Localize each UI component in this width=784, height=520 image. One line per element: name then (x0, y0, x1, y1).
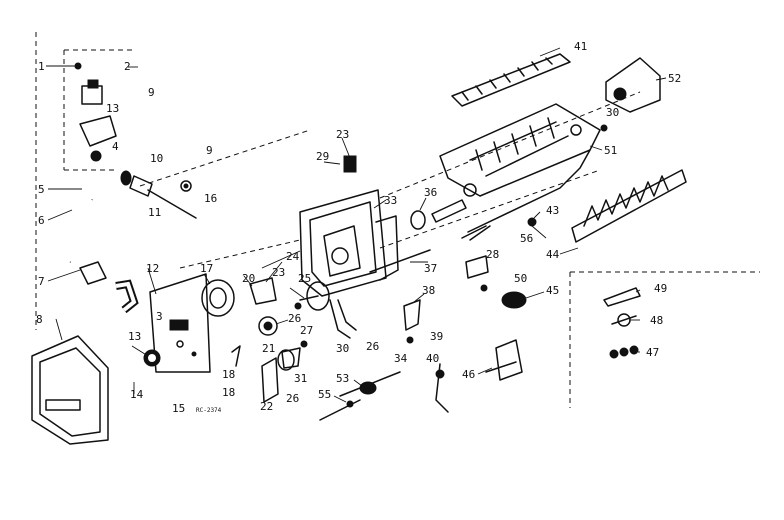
leader-lines (46, 47, 667, 403)
callout-10: 10 (150, 152, 163, 165)
callout-16: 16 (204, 192, 217, 205)
callout-23a: 23 (336, 128, 349, 141)
callout-49: 49 (654, 282, 667, 295)
callout-9b: 9 (206, 144, 213, 157)
part-shaft-fittings (410, 124, 608, 292)
callout-29: 29 (316, 150, 329, 163)
callout-18b: 18 (222, 386, 235, 399)
part-fill-tube (45, 199, 139, 314)
callout-13a: 13 (106, 102, 119, 115)
part-valve-fittings (485, 287, 641, 381)
callout-13b: 13 (128, 330, 141, 343)
part-stripper (571, 169, 687, 243)
callout-30b: 30 (606, 106, 619, 119)
callout-56: 56 (520, 232, 533, 245)
callout-14: 14 (130, 388, 144, 401)
callout-9a: 9 (148, 86, 155, 99)
callout-15: 15 (172, 402, 185, 415)
callout-25: 25 (298, 272, 311, 285)
part-cover-box (31, 335, 109, 445)
callout-45: 45 (546, 284, 559, 297)
callout-7: 7 (38, 275, 45, 288)
callout-46: 46 (462, 368, 475, 381)
part-sensor-arm (319, 249, 449, 421)
callout-21: 21 (262, 342, 275, 355)
callout-51: 51 (604, 144, 617, 157)
callout-52: 52 (668, 72, 681, 85)
callout-26a: 26 (288, 312, 301, 325)
callout-33: 33 (384, 194, 397, 207)
part-ejector (451, 53, 571, 107)
part-control-housing (299, 155, 399, 297)
callout-18a: 18 (222, 368, 235, 381)
callout-53: 53 (336, 372, 349, 385)
callout-36: 36 (424, 186, 437, 199)
assembly-dashed-lines (35, 32, 760, 408)
callout-30a: 30 (336, 342, 349, 355)
callout-34: 34 (394, 352, 408, 365)
callout-26b: 26 (286, 392, 299, 405)
callout-41: 41 (574, 40, 587, 53)
part-water-valve (74, 62, 117, 162)
callout-48: 48 (650, 314, 663, 327)
callout-22: 22 (260, 400, 273, 413)
callout-5: 5 (38, 183, 45, 196)
callout-26c: 26 (366, 340, 379, 353)
callout-11: 11 (148, 206, 161, 219)
callout-38: 38 (422, 284, 435, 297)
callout-28: 28 (486, 248, 499, 261)
callout-6: 6 (38, 214, 45, 227)
figure-code: RC-2374 (196, 407, 222, 414)
callout-4: 4 (112, 140, 119, 153)
callout-1: 1 (38, 60, 45, 73)
callout-37: 37 (424, 262, 437, 275)
callout-20: 20 (242, 272, 255, 285)
callout-47: 47 (646, 346, 659, 359)
part-motor-gears (201, 277, 330, 403)
callout-8: 8 (36, 313, 43, 326)
callout-43: 43 (546, 204, 559, 217)
part-end-cap (605, 57, 661, 113)
callout-40: 40 (426, 352, 439, 365)
part-heater (467, 149, 591, 241)
callout-44: 44 (546, 248, 560, 261)
callout-17: 17 (200, 262, 213, 275)
callout-labels: 1 2 3 4 5 6 7 8 9 9 10 11 12 13 13 14 15… (36, 40, 681, 415)
callout-24: 24 (286, 250, 300, 263)
callout-31: 31 (294, 372, 307, 385)
callout-55: 55 (318, 388, 331, 401)
callout-2: 2 (124, 60, 131, 73)
callout-50: 50 (514, 272, 527, 285)
part-mounting-plate (143, 273, 211, 373)
callout-3: 3 (156, 310, 163, 323)
callout-39: 39 (430, 330, 443, 343)
callout-27: 27 (300, 324, 313, 337)
callout-12: 12 (146, 262, 159, 275)
callout-23b: 23 (272, 266, 285, 279)
part-fill-cup-assembly (120, 170, 197, 219)
